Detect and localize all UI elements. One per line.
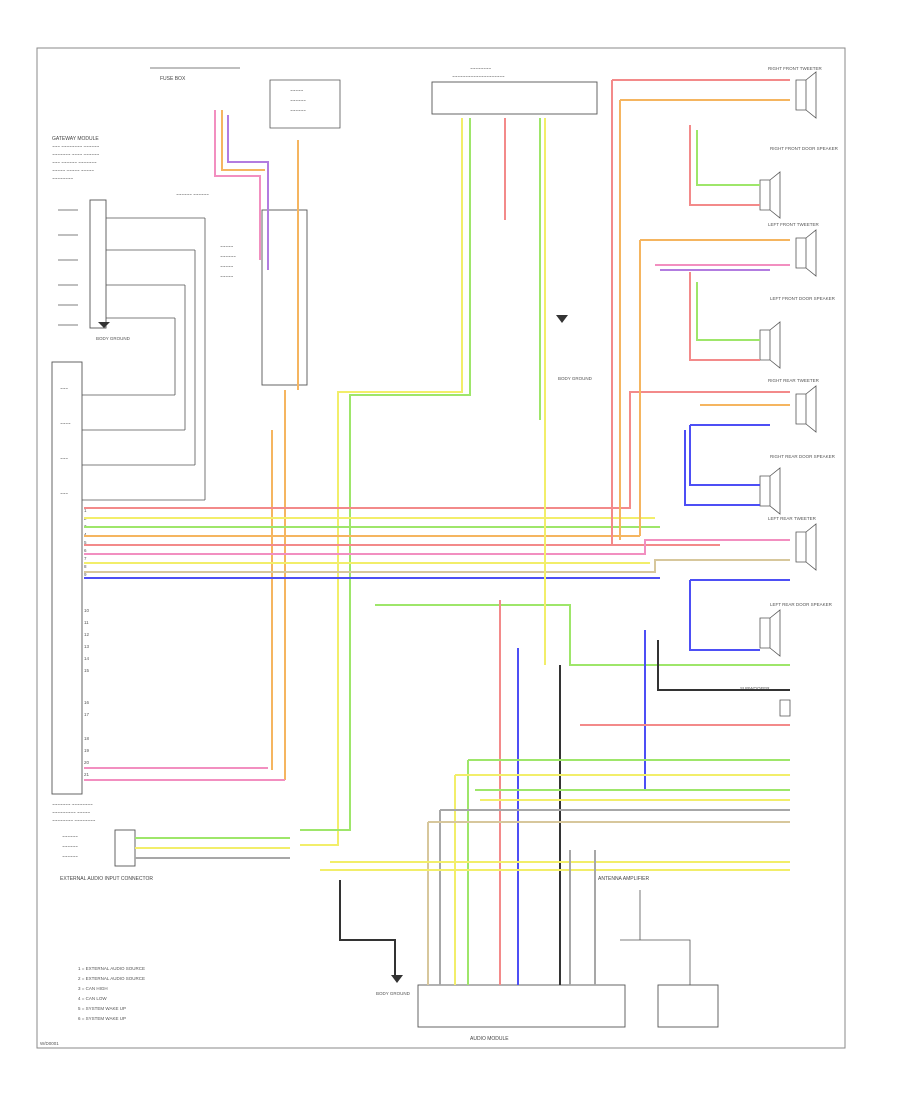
svg-text:~~~~~~~ ~~~~~~~~: ~~~~~~~ ~~~~~~~~ bbox=[52, 802, 93, 807]
audio-module-label: AUDIO MODULE bbox=[470, 1036, 509, 1042]
power-module: ~~~~~ ~~~~~~ ~~~~~ ~~~~~ ~~~~~~ ~~~~~~ bbox=[176, 192, 308, 386]
svg-text:~~~~~~~~: ~~~~~~~~ bbox=[470, 66, 491, 71]
svg-text:~~~~~~: ~~~~~~ bbox=[290, 98, 306, 103]
svg-text:~~~~~: ~~~~~ bbox=[290, 88, 304, 93]
svg-text:8: 8 bbox=[84, 564, 87, 569]
svg-text:12: 12 bbox=[84, 632, 90, 637]
svg-text:19: 19 bbox=[84, 748, 90, 753]
svg-text:13: 13 bbox=[84, 644, 90, 649]
left-front-tweeter: LEFT FRONT TWEETER bbox=[768, 222, 820, 277]
ground-label-1: BODY GROUND bbox=[96, 336, 131, 341]
svg-text:4: 4 bbox=[84, 532, 87, 537]
svg-text:LEFT REAR TWEETER: LEFT REAR TWEETER bbox=[768, 516, 817, 521]
ground-symbol-3: BODY GROUND bbox=[376, 975, 411, 996]
svg-text:15: 15 bbox=[84, 668, 90, 673]
svg-text:9: 9 bbox=[84, 572, 87, 577]
svg-text:~~~: ~~~ bbox=[60, 456, 68, 461]
left-front-door-speaker: LEFT FRONT DOOR SPEAKER bbox=[759, 296, 836, 369]
svg-text:~~~~~~: ~~~~~~ bbox=[62, 834, 78, 839]
legend-item-5: 5 = SYSTEM WAKE UP bbox=[78, 1006, 126, 1011]
svg-text:LEFT FRONT TWEETER: LEFT FRONT TWEETER bbox=[768, 222, 820, 227]
gateway-module: GATEWAY MODULE ~~~ ~~~~~~~~ ~~~~~~ ~~~~~… bbox=[51, 136, 206, 823]
wires bbox=[84, 79, 790, 985]
svg-text:~~~~~: ~~~~~ bbox=[220, 264, 234, 269]
ground-symbol-1 bbox=[98, 322, 110, 328]
svg-text:14: 14 bbox=[84, 656, 90, 661]
fuse-box-1: FUSE BOX bbox=[150, 67, 240, 82]
legend-item-4: 4 = CAN LOW bbox=[78, 996, 107, 1001]
subwoofer: SUBWOOFER bbox=[740, 686, 791, 717]
svg-text:~~~~~~: ~~~~~~ bbox=[290, 108, 306, 113]
svg-text:RIGHT REAR TWEETER: RIGHT REAR TWEETER bbox=[768, 378, 820, 383]
svg-text:~~~: ~~~ bbox=[60, 386, 68, 391]
legend-item-3: 3 = CAN HIGH bbox=[78, 986, 108, 991]
legend-item-1: 1 = EXTERNAL AUDIO SOURCE bbox=[78, 966, 145, 971]
audio-module: AUDIO MODULE bbox=[417, 984, 626, 1042]
svg-text:6: 6 bbox=[84, 548, 87, 553]
svg-text:BODY GROUND: BODY GROUND bbox=[558, 376, 593, 381]
svg-text:~~~~: ~~~~ bbox=[60, 421, 71, 426]
svg-text:~~~ ~~~~~~ ~~~~~~~: ~~~ ~~~~~~ ~~~~~~~ bbox=[52, 160, 97, 165]
external-audio-connector-label: EXTERNAL AUDIO INPUT CONNECTOR bbox=[60, 876, 153, 882]
svg-text:16: 16 bbox=[84, 700, 90, 705]
svg-text:~~~: ~~~ bbox=[60, 491, 68, 496]
svg-text:10: 10 bbox=[84, 608, 90, 613]
left-rear-tweeter: LEFT REAR TWEETER bbox=[768, 516, 817, 571]
antenna-amplifier: ANTENNA AMPLIFIER bbox=[598, 876, 719, 1028]
svg-text:~~~~~~: ~~~~~~ bbox=[62, 844, 78, 849]
right-front-tweeter: RIGHT FRONT TWEETER bbox=[768, 66, 823, 119]
svg-text:~~~~~~~~ ~~~~~~~~: ~~~~~~~~ ~~~~~~~~ bbox=[52, 818, 96, 823]
svg-text:LEFT REAR DOOR SPEAKER: LEFT REAR DOOR SPEAKER bbox=[770, 602, 833, 607]
svg-text:~~~~~: ~~~~~ bbox=[220, 244, 234, 249]
legend: 1 = EXTERNAL AUDIO SOURCE 2 = EXTERNAL A… bbox=[78, 966, 145, 1021]
ground-symbol-2: BODY GROUND bbox=[556, 315, 593, 381]
antenna-amplifier-label: ANTENNA AMPLIFIER bbox=[598, 876, 650, 882]
diagram-code: W/D0001 bbox=[40, 1041, 59, 1046]
svg-text:RIGHT FRONT DOOR SPEAKER: RIGHT FRONT DOOR SPEAKER bbox=[770, 146, 839, 151]
svg-text:~~~~~~: ~~~~~~ bbox=[62, 854, 78, 859]
legend-item-2: 2 = EXTERNAL AUDIO SOURCE bbox=[78, 976, 145, 981]
right-rear-door-speaker: RIGHT REAR DOOR SPEAKER bbox=[759, 454, 836, 515]
svg-text:RIGHT FRONT TWEETER: RIGHT FRONT TWEETER bbox=[768, 66, 823, 71]
svg-text:BODY GROUND: BODY GROUND bbox=[376, 991, 411, 996]
svg-text:18: 18 bbox=[84, 736, 90, 741]
svg-text:~~~~~~: ~~~~~~ bbox=[220, 254, 236, 259]
svg-text:RIGHT REAR DOOR SPEAKER: RIGHT REAR DOOR SPEAKER bbox=[770, 454, 836, 459]
left-rear-door-speaker: LEFT REAR DOOR SPEAKER bbox=[759, 602, 833, 657]
svg-text:11: 11 bbox=[84, 620, 89, 625]
fuse-box-label: FUSE BOX bbox=[160, 76, 186, 82]
svg-text:21: 21 bbox=[84, 772, 90, 777]
svg-text:~~~~~~~~: ~~~~~~~~ bbox=[52, 176, 73, 181]
svg-text:~~~~~~~~~ ~~~~~: ~~~~~~~~~ ~~~~~ bbox=[52, 810, 90, 815]
svg-text:~~~ ~~~~~~~~ ~~~~~~: ~~~ ~~~~~~~~ ~~~~~~ bbox=[52, 144, 100, 149]
gateway-module-label: GATEWAY MODULE bbox=[52, 136, 99, 142]
svg-text:~~~~~~ ~~~~~~: ~~~~~~ ~~~~~~ bbox=[176, 192, 209, 197]
svg-text:7: 7 bbox=[84, 556, 87, 561]
svg-text:~~~~~~~ ~~~~ ~~~~~~: ~~~~~~~ ~~~~ ~~~~~~ bbox=[52, 152, 100, 157]
svg-text:20: 20 bbox=[84, 760, 90, 765]
svg-text:5: 5 bbox=[84, 540, 87, 545]
fuse-box-2: ~~~~~ ~~~~~~ ~~~~~~ bbox=[269, 79, 341, 129]
svg-text:~~~~~ ~~~~~ ~~~~~: ~~~~~ ~~~~~ ~~~~~ bbox=[52, 168, 94, 173]
audio-module-top: ~~~~~~~~ ~~~~~~~~~~~~~~~~~~~~ bbox=[431, 66, 598, 115]
svg-text:~~~~~~~~~~~~~~~~~~~~: ~~~~~~~~~~~~~~~~~~~~ bbox=[452, 74, 505, 79]
right-rear-tweeter: RIGHT REAR TWEETER bbox=[768, 378, 820, 433]
legend-item-6: 6 = SYSTEM WAKE UP bbox=[78, 1016, 126, 1021]
svg-text:1: 1 bbox=[84, 508, 87, 513]
svg-text:SUBWOOFER: SUBWOOFER bbox=[740, 686, 770, 691]
svg-text:~~~~~: ~~~~~ bbox=[220, 274, 234, 279]
right-front-door-speaker: RIGHT FRONT DOOR SPEAKER bbox=[759, 146, 839, 219]
svg-text:LEFT FRONT DOOR SPEAKER: LEFT FRONT DOOR SPEAKER bbox=[770, 296, 836, 301]
external-audio-connector: ~~~~~~ ~~~~~~ ~~~~~~ EXTERNAL AUDIO INPU… bbox=[60, 829, 153, 882]
svg-text:17: 17 bbox=[84, 712, 90, 717]
